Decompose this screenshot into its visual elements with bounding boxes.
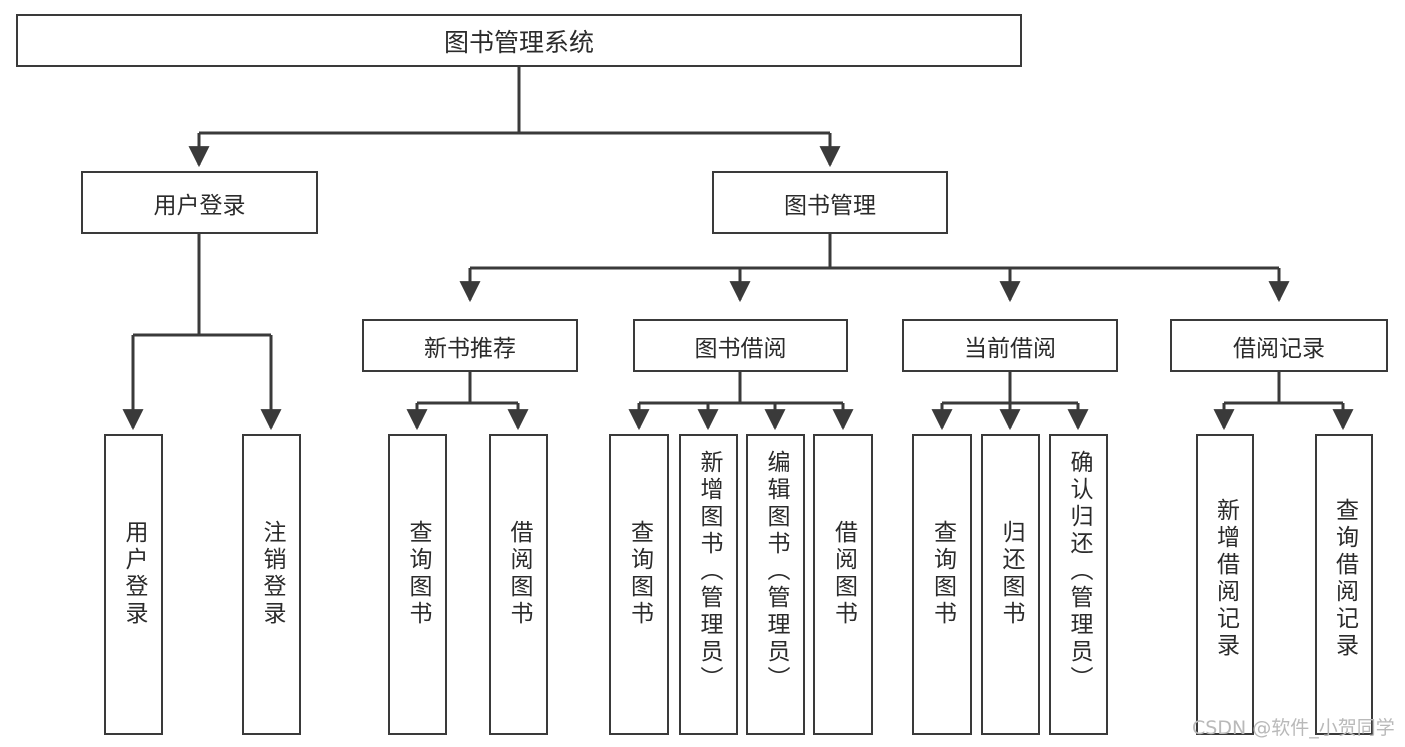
node-leaf-edit-book[interactable]: 编辑图书（管理员）: [746, 434, 805, 735]
node-leaf-add-book[interactable]: 新增图书（管理员）: [679, 434, 738, 735]
node-borrow-record-label: 借阅记录: [1233, 335, 1325, 362]
node-leaf-return-book-label: 归还图书: [998, 520, 1024, 628]
node-book-borrow[interactable]: 图书借阅: [633, 319, 848, 372]
node-leaf-query-book-2-label: 查询图书: [626, 520, 653, 628]
node-new-book-recommend-label: 新书推荐: [424, 335, 516, 362]
node-borrow-record[interactable]: 借阅记录: [1170, 319, 1388, 372]
node-leaf-borrow-book-1-label: 借阅图书: [506, 520, 532, 628]
node-leaf-borrow-book-2-label: 借阅图书: [830, 520, 857, 628]
node-leaf-logout-label: 注销登录: [259, 520, 285, 628]
node-leaf-add-record-label: 新增借阅记录: [1212, 498, 1239, 660]
node-leaf-borrow-book-2[interactable]: 借阅图书: [813, 434, 873, 735]
node-leaf-borrow-book-1[interactable]: 借阅图书: [489, 434, 548, 735]
node-leaf-query-book-3[interactable]: 查询图书: [912, 434, 972, 735]
node-leaf-add-book-label: 新增图书（管理员）: [696, 450, 722, 693]
node-leaf-confirm-return[interactable]: 确认归还（管理员）: [1049, 434, 1108, 735]
node-new-book-recommend[interactable]: 新书推荐: [362, 319, 578, 372]
node-leaf-edit-book-label: 编辑图书（管理员）: [763, 450, 789, 693]
node-leaf-query-book-3-label: 查询图书: [929, 520, 956, 628]
node-leaf-user-login[interactable]: 用户登录: [104, 434, 163, 735]
node-leaf-query-book-1-label: 查询图书: [405, 520, 431, 628]
node-user-login[interactable]: 用户登录: [81, 171, 318, 234]
node-user-login-label: 用户登录: [153, 192, 246, 219]
node-leaf-return-book[interactable]: 归还图书: [981, 434, 1040, 735]
node-leaf-add-record[interactable]: 新增借阅记录: [1196, 434, 1254, 735]
node-book-manage[interactable]: 图书管理: [712, 171, 948, 234]
node-leaf-logout[interactable]: 注销登录: [242, 434, 301, 735]
node-book-borrow-label: 图书借阅: [694, 335, 787, 362]
node-leaf-confirm-return-label: 确认归还（管理员）: [1066, 450, 1092, 693]
node-leaf-query-record[interactable]: 查询借阅记录: [1315, 434, 1373, 735]
node-leaf-user-login-label: 用户登录: [121, 520, 147, 628]
node-root[interactable]: 图书管理系统: [16, 14, 1022, 67]
node-leaf-query-record-label: 查询借阅记录: [1331, 498, 1358, 660]
node-book-manage-label: 图书管理: [784, 192, 876, 219]
node-leaf-query-book-2[interactable]: 查询图书: [609, 434, 669, 735]
node-current-borrow-label: 当前借阅: [964, 335, 1056, 362]
node-current-borrow[interactable]: 当前借阅: [902, 319, 1118, 372]
node-root-label: 图书管理系统: [443, 27, 594, 57]
node-leaf-query-book-1[interactable]: 查询图书: [388, 434, 447, 735]
